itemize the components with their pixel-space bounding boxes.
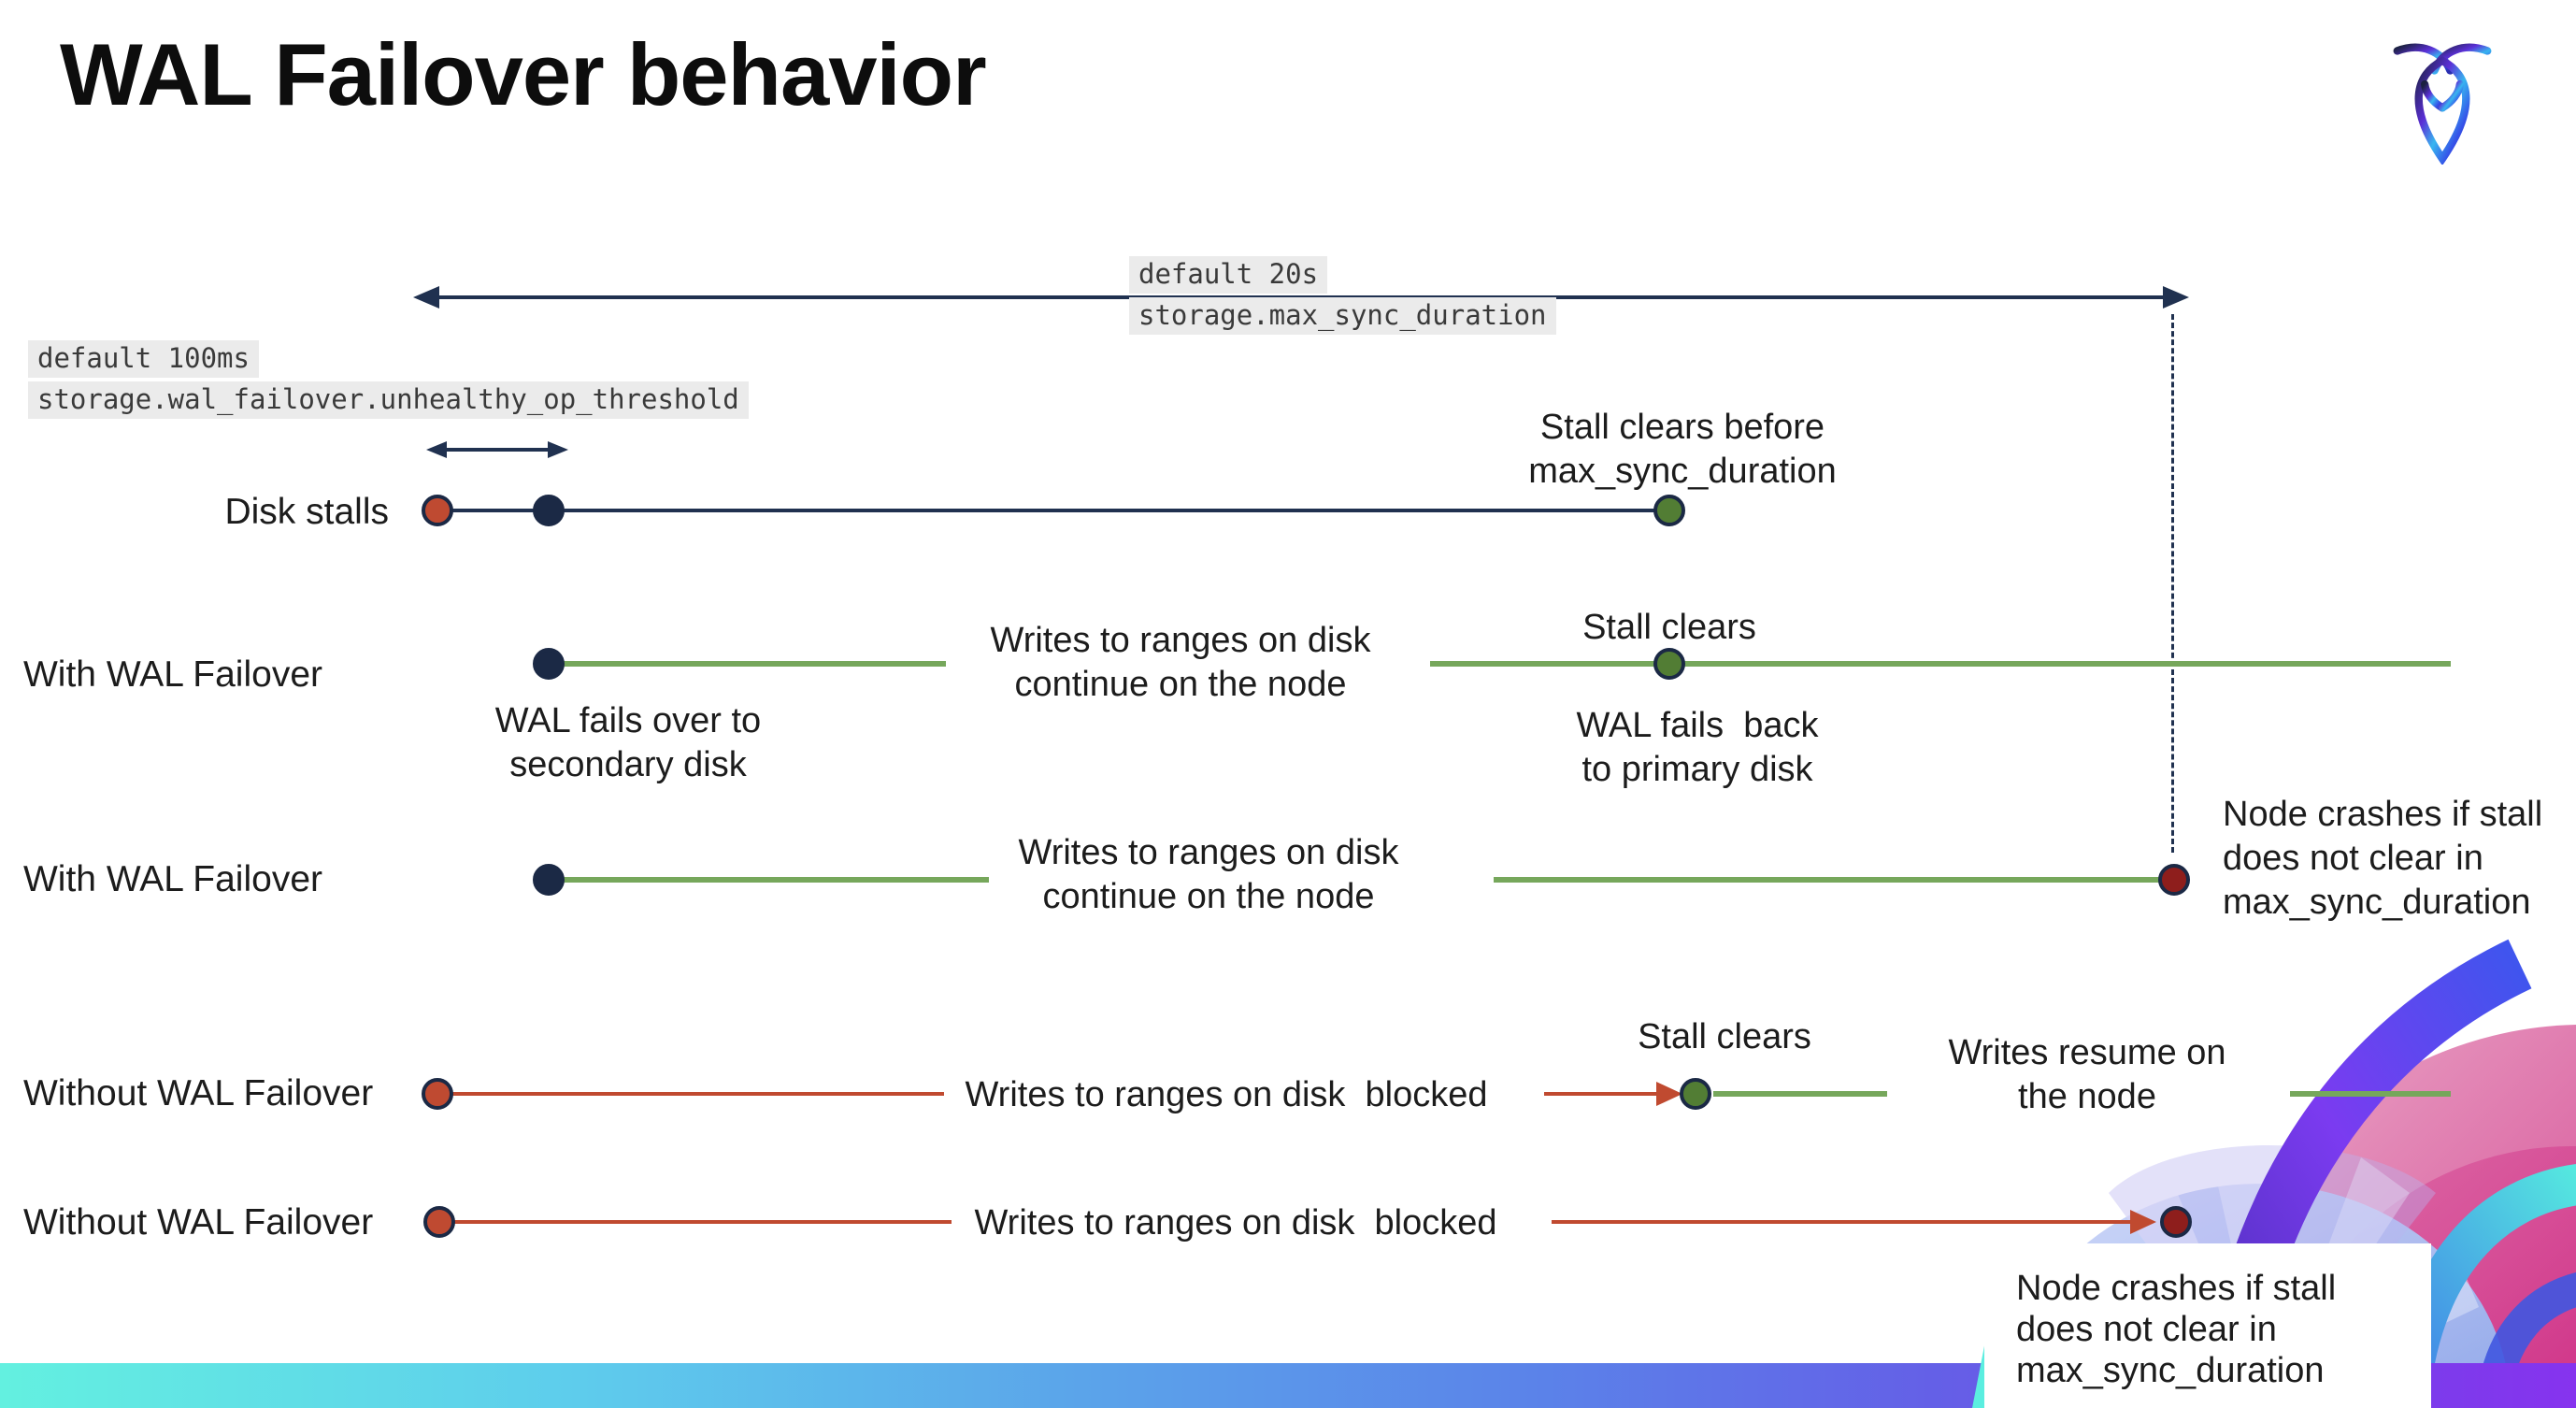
wal-fails-over-line1: WAL fails over to (494, 701, 762, 740)
writes-blocked-line-b (1544, 1092, 1658, 1096)
node-crash-dot-2 (2160, 1206, 2192, 1238)
node-crashes-text-1: Node crashes if stall does not clear in … (2223, 793, 2576, 925)
writes-continue-text: Writes to ranges on disk continue on the… (946, 619, 1415, 707)
node-crashes1-line3: max_sync_duration (2223, 883, 2531, 922)
unhealthy-op-setting-label: storage.wal_failover.unhealthy_op_thresh… (28, 381, 749, 419)
writes-blocked-text-1: Writes to ranges on disk blocked (965, 1075, 1488, 1114)
writes-continue-line2: continue on the node (1014, 665, 1347, 704)
writes-resume-line-a (1713, 1091, 1887, 1097)
arrowhead-left-icon (413, 286, 439, 309)
disk-stall-dot-row5 (423, 1206, 455, 1238)
row-label-disk-stalls: Disk stalls (224, 492, 389, 532)
node-crashes-caption-box: Node crashes if stall does not clear in … (1984, 1243, 2431, 1408)
max-sync-default-label: default 20s (1129, 256, 1328, 294)
writes-resume-text: Writes resume on the node (1900, 1031, 2274, 1119)
writes-blocked-line-d (1552, 1220, 2131, 1224)
writes-continue2-line1: Writes to ranges on disk (1018, 833, 1399, 872)
disk-stall-dot-row4 (422, 1078, 453, 1110)
writes-blocked-line-a (451, 1092, 944, 1096)
cockroachdb-logo-icon (2393, 43, 2492, 165)
writes-resume-line-b (2290, 1091, 2451, 1097)
writes-resume-line2: the node (2018, 1077, 2156, 1116)
max-sync-setting-label: storage.max_sync_duration (1129, 297, 1556, 335)
node-crashes1-line2: does not clear in (2223, 839, 2483, 878)
row-label-with-wal-failover-b: With WAL Failover (23, 859, 322, 899)
stall-clears-text-1: Stall clears (1582, 608, 1756, 647)
failover-threshold-dot (533, 495, 565, 526)
wal-failover-dot-2 (533, 864, 565, 896)
node-crash-dot-1 (2158, 864, 2190, 896)
node-crashes-text-2: Node crashes if stall does not clear in … (2016, 1268, 2409, 1391)
wal-fails-back-text: WAL fails back to primary disk (1510, 704, 1884, 792)
writes-continue-line-c (559, 877, 989, 883)
unhealthy-op-span-line (445, 448, 550, 452)
max-sync-dashed-drop-line (2171, 314, 2174, 853)
stall-clears-dot-2 (1653, 648, 1685, 680)
wal-fails-over-text: WAL fails over to secondary disk (441, 699, 815, 787)
stall-clears-before-line2: max_sync_duration (1528, 452, 1837, 491)
node-crashes2-line1: Node crashes if stall (2016, 1269, 2337, 1308)
disk-stalls-timeline (437, 509, 1662, 512)
small-arrowhead-right-icon (548, 441, 568, 458)
stall-clears-before-text: Stall clears before max_sync_duration (1496, 406, 1869, 494)
writes-continue-line-b (1430, 661, 2451, 667)
row-label-without-wal-failover-b: Without WAL Failover (23, 1202, 374, 1243)
arrowhead-right-icon (2163, 286, 2189, 309)
node-crashes2-line2: does not clear in (2016, 1310, 2277, 1349)
writes-blocked-text-2: Writes to ranges on disk blocked (974, 1203, 1497, 1243)
writes-resume-line1: Writes resume on (1948, 1033, 2226, 1072)
stall-clears-dot (1653, 495, 1685, 526)
node-crashes1-line1: Node crashes if stall (2223, 795, 2543, 834)
wal-fails-back-line1: WAL fails back (1576, 706, 1819, 745)
red-arrowhead-icon-1 (1656, 1082, 1682, 1106)
unhealthy-op-default-label: default 100ms (28, 340, 259, 378)
writes-continue-text-2: Writes to ranges on disk continue on the… (974, 831, 1443, 919)
writes-blocked-line-c (452, 1220, 952, 1224)
stall-clears-before-line1: Stall clears before (1539, 408, 1825, 447)
wal-fails-back-line2: to primary disk (1581, 750, 1813, 789)
writes-continue2-line2: continue on the node (1042, 877, 1375, 916)
writes-continue-line1: Writes to ranges on disk (990, 621, 1371, 660)
small-arrowhead-left-icon (426, 441, 447, 458)
stall-clears-dot-3 (1680, 1078, 1711, 1110)
stall-clears-text-2: Stall clears (1638, 1017, 1811, 1056)
disk-stall-start-dot (422, 495, 453, 526)
red-arrowhead-icon-2 (2130, 1210, 2156, 1234)
wal-failover-dot (533, 648, 565, 680)
row-label-with-wal-failover-a: With WAL Failover (23, 654, 322, 695)
writes-continue-line-d (1494, 877, 2159, 883)
page-title: WAL Failover behavior (60, 25, 987, 123)
node-crashes2-line3: max_sync_duration (2016, 1351, 2325, 1390)
writes-continue-line-a (559, 661, 946, 667)
row-label-without-wal-failover-a: Without WAL Failover (23, 1073, 374, 1113)
wal-fails-over-line2: secondary disk (509, 745, 747, 784)
